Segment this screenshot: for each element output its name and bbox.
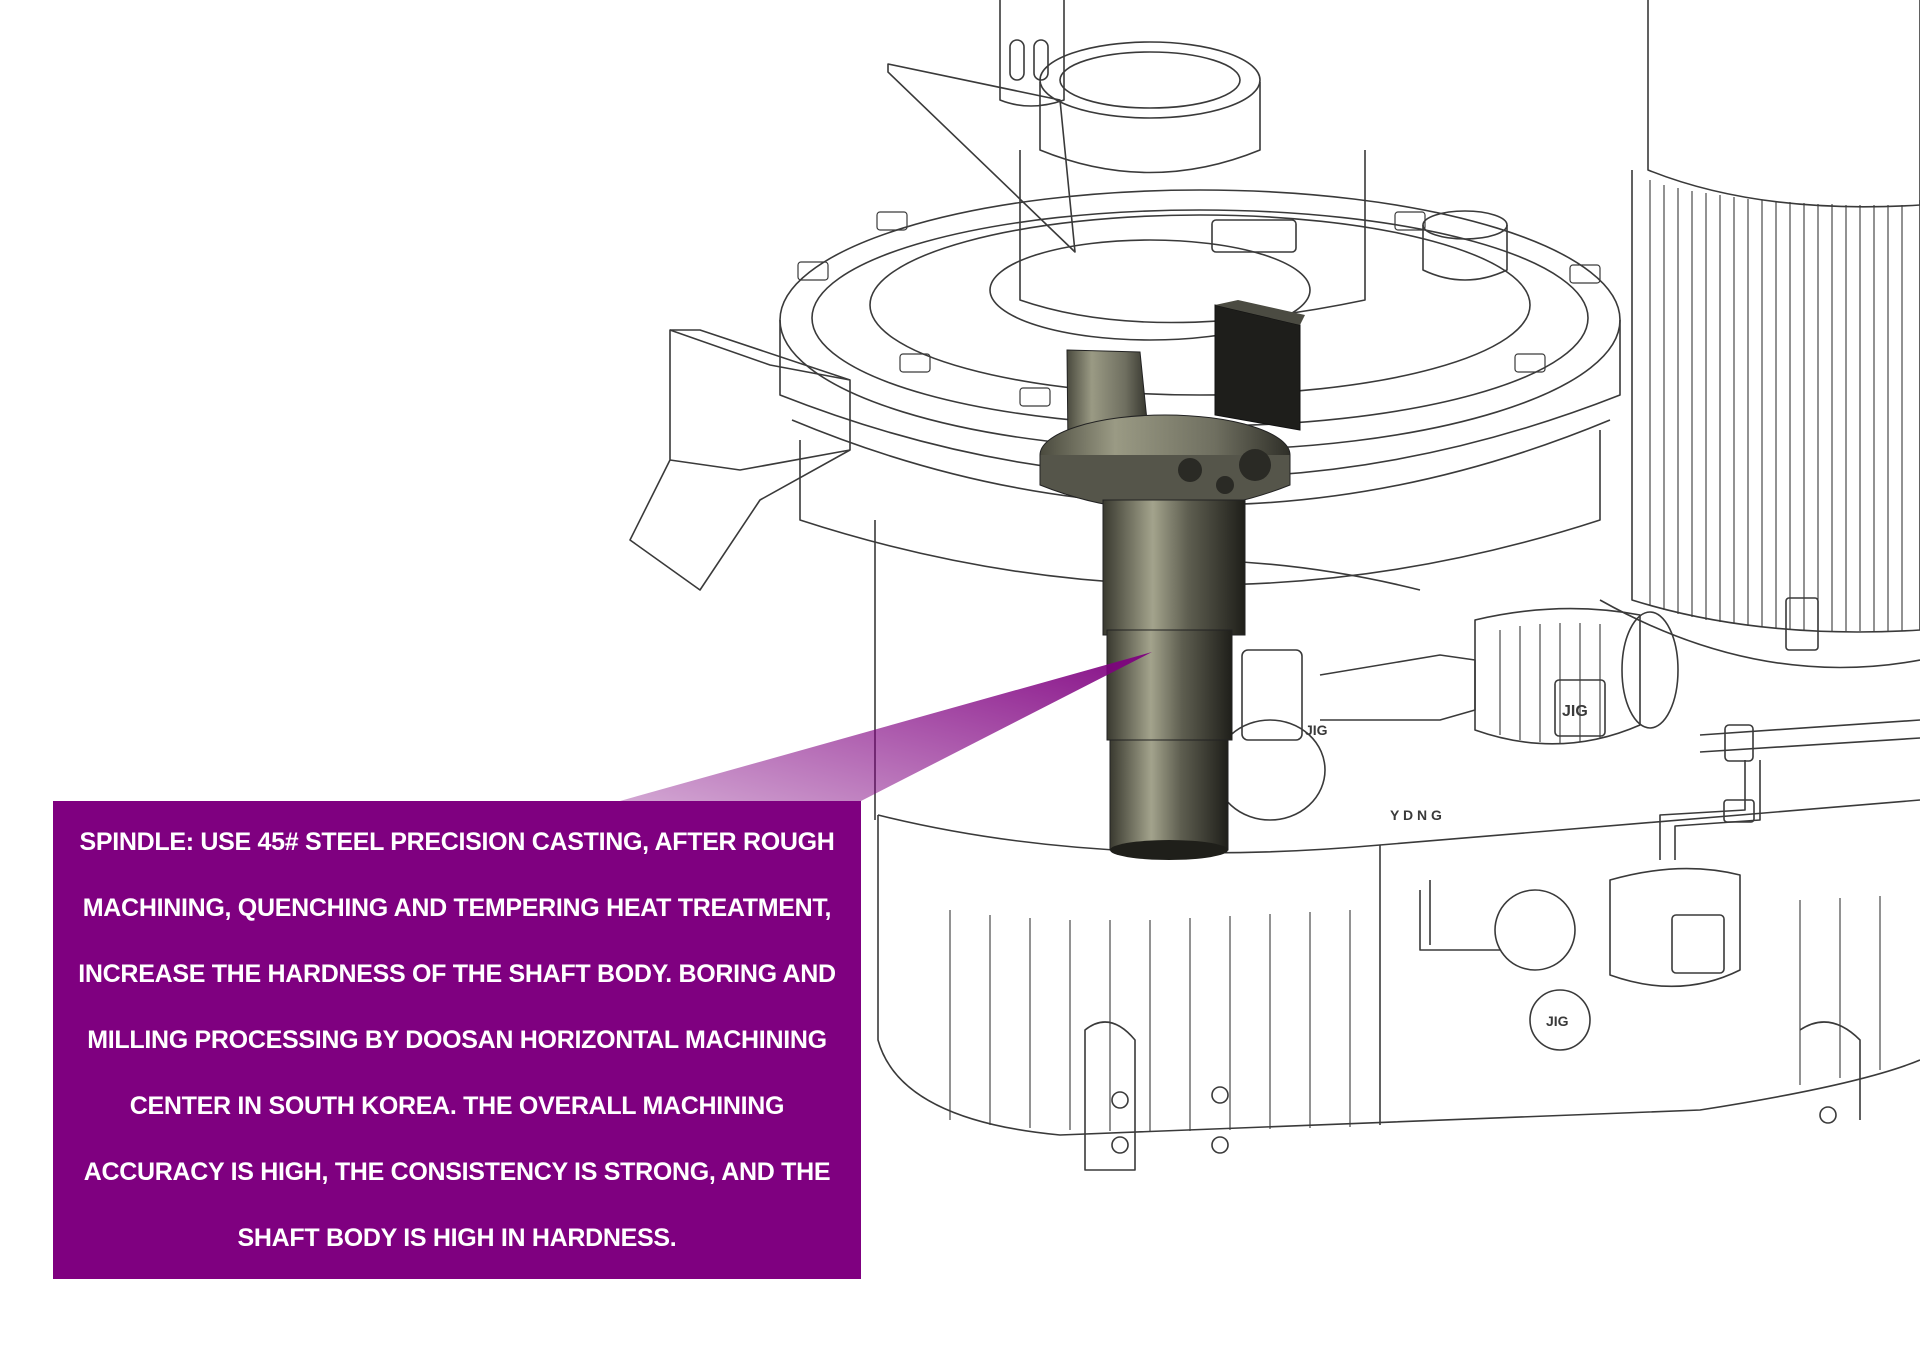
hopper-chute [887, 0, 1076, 253]
motor-badge: JIG [1562, 703, 1588, 720]
ring-bolts [797, 211, 1601, 407]
discharge-chute [629, 329, 851, 591]
pump-badge: JIG [1546, 1013, 1569, 1029]
main-motor [1599, 0, 1920, 669]
coupling-badge: JIG [1305, 722, 1328, 738]
frame-lettering: Y D N G [1390, 807, 1442, 823]
callout-box: SPINDLE: USE 45# STEEL PRECISION CASTING… [53, 801, 861, 1279]
aux-motor: JIG JIG [1214, 607, 1679, 821]
piping [1659, 719, 1920, 860]
callout-text: SPINDLE: USE 45# STEEL PRECISION CASTING… [78, 828, 836, 1252]
pump-motor: JIG [1419, 867, 1741, 1051]
spindle-shaft [1039, 300, 1305, 860]
